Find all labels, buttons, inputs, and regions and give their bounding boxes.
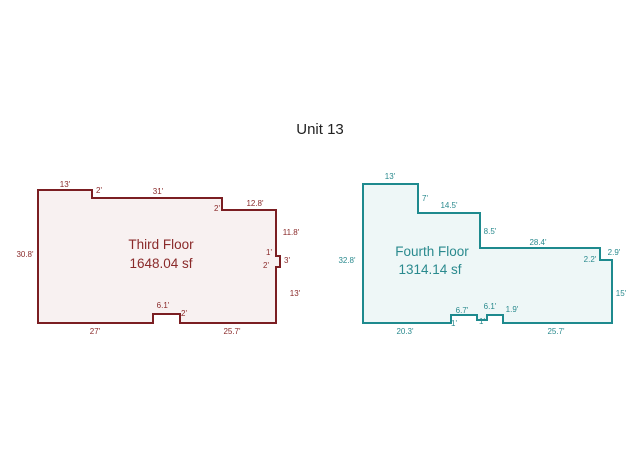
- third-dim-label: 13': [290, 289, 301, 298]
- third-dim-label: 27': [90, 327, 101, 336]
- page-title: Unit 13: [296, 121, 344, 138]
- fourth-dim-label: 15': [616, 289, 627, 298]
- fourth-dim-label: 1': [479, 317, 485, 326]
- third-floor-name: Third Floor: [128, 237, 194, 252]
- fourth-dim-label: 32.8': [338, 256, 356, 265]
- fourth-floor-area: 1314.14 sf: [398, 262, 461, 277]
- third-floor-dimensions: 13' 2' 31' 2' 12.8' 11.8' 1' 2' 3' 13' 2…: [16, 180, 300, 336]
- third-dim-label: 12.8': [246, 199, 264, 208]
- fourth-floor-outline: [362, 183, 613, 324]
- fourth-dim-label: 28.4': [529, 238, 547, 247]
- third-dim-label: 1': [266, 248, 272, 257]
- third-dim-label: 11.8': [283, 228, 300, 237]
- fourth-dim-label: 2.9': [608, 248, 621, 257]
- third-dim-label: 31': [153, 187, 164, 196]
- third-dim-label: 6.1': [157, 301, 170, 310]
- fourth-dim-label: 20.3': [396, 327, 414, 336]
- fourth-dim-label: 6.7': [456, 306, 469, 315]
- third-floor-area: 1648.04 sf: [129, 256, 192, 271]
- fourth-dim-label: 14.5': [440, 201, 458, 210]
- third-dim-label: 3': [284, 256, 290, 265]
- third-dim-label: 2': [263, 261, 269, 270]
- fourth-dim-label: 1': [451, 319, 457, 328]
- fourth-dim-label: 2.2': [584, 255, 597, 264]
- third-dim-label: 2': [181, 309, 187, 318]
- third-dim-label: 30.8': [16, 250, 34, 259]
- fourth-dim-label: 6.1': [484, 302, 497, 311]
- third-floor-outline: [37, 189, 281, 324]
- fourth-dim-label: 7': [422, 194, 428, 203]
- fourth-floor-dimensions: 13' 7' 14.5' 8.5' 28.4' 2.9' 2.2' 15' 25…: [338, 172, 626, 336]
- fourth-dim-label: 13': [385, 172, 396, 181]
- third-dim-label: 13': [60, 180, 71, 189]
- third-dim-label: 2': [96, 186, 102, 195]
- fourth-dim-label: 1.9': [506, 305, 519, 314]
- third-dim-label: 25.7': [223, 327, 241, 336]
- third-dim-label: 2': [214, 204, 220, 213]
- fourth-floor-name: Fourth Floor: [395, 244, 469, 259]
- fourth-dim-label: 25.7': [547, 327, 565, 336]
- fourth-dim-label: 8.5': [484, 227, 497, 236]
